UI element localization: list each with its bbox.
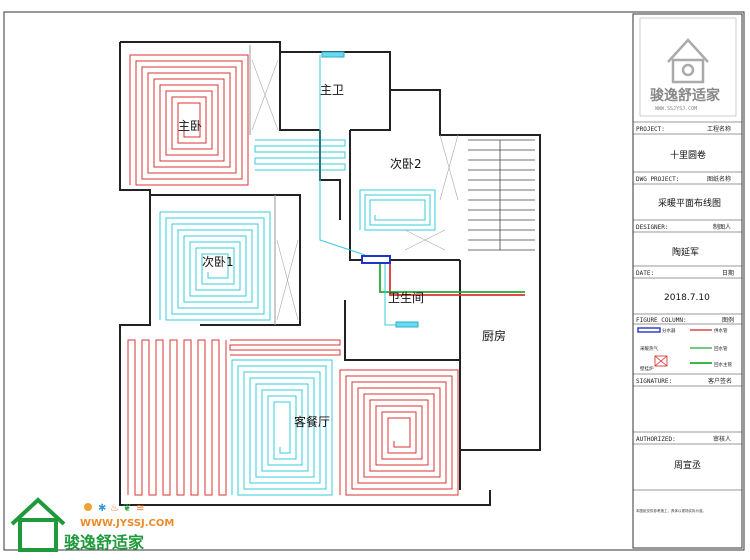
authorized-label-cn: 审核人 xyxy=(713,435,731,443)
room-label-bathroom: 卫生间 xyxy=(388,291,424,305)
svg-text:❦: ❦ xyxy=(123,503,131,514)
feed-bath2 xyxy=(384,262,400,326)
signature-label-cn: 客户签名 xyxy=(708,377,732,385)
logo-text: 骏逸舒适家 xyxy=(650,87,721,104)
feed-master-bath xyxy=(319,55,366,256)
designer-value: 陶延军 xyxy=(672,246,699,258)
dwg-label-cn: 图纸名称 xyxy=(707,175,731,183)
room-label-second-bedroom-2: 次卧2 xyxy=(390,157,422,171)
coil-living-center xyxy=(231,359,333,496)
authorized-value: 周宣丞 xyxy=(674,459,701,471)
stairs xyxy=(468,139,535,251)
wall-bath-master xyxy=(319,130,341,220)
pipe-coils xyxy=(127,54,459,496)
svg-text:≋: ≋ xyxy=(136,503,144,514)
dwg-value: 采暖平面布线图 xyxy=(658,197,721,209)
room-label-master-bedroom: 主卧 xyxy=(178,119,202,133)
supply-main xyxy=(389,262,525,296)
wall-north-a xyxy=(120,41,320,131)
authorized-label: AUTHORIZED: xyxy=(636,436,676,443)
date-value: 2018.7.10 xyxy=(664,293,710,303)
legend-label-0: 分水器 xyxy=(662,327,676,334)
room-label-living-dining: 客餐厅 xyxy=(294,414,330,429)
wall-bath2 xyxy=(344,300,461,361)
coil-dining xyxy=(339,369,459,496)
walls xyxy=(119,41,541,506)
legend-manifold-icon xyxy=(637,327,661,333)
logo-house-icon xyxy=(667,38,709,84)
project-label-cn: 工程名称 xyxy=(707,125,731,133)
coil-second-bedroom-1 xyxy=(159,211,271,321)
coil-living-top xyxy=(229,339,341,356)
wall-second1 xyxy=(150,194,301,326)
dwg-label: DWG PROJECT: xyxy=(636,176,679,183)
figure-label: FIGURE COLUMN: xyxy=(636,317,687,324)
svg-text:♨: ♨ xyxy=(110,503,119,514)
closet-hatching xyxy=(251,59,459,321)
signature-label: SIGNATURE: xyxy=(636,378,672,385)
room-label-master-bath: 主卫 xyxy=(320,83,344,97)
legend-label-4: 壁挂炉 xyxy=(640,365,654,372)
title-block-frame xyxy=(632,13,743,549)
date-label: DATE: xyxy=(636,270,654,277)
manifold xyxy=(361,255,391,264)
legend-label-2: 采暖热气 xyxy=(640,345,658,352)
radiator-bath2 xyxy=(395,321,419,328)
watermark: ✱ ♨ ❦ ≋ WWW.JYSSJ.COM 骏逸舒适家 xyxy=(10,497,174,552)
wall-second2 xyxy=(349,130,460,261)
designer-label: DESIGNER: xyxy=(636,224,669,231)
logo-frame xyxy=(639,17,737,117)
date-label-cn: 日期 xyxy=(722,269,734,277)
watermark-weather-icons: ✱ ♨ ❦ ≋ xyxy=(84,503,144,514)
svg-text:✱: ✱ xyxy=(98,503,106,514)
return-main xyxy=(379,262,525,293)
logo-url: WWW.SSJYSJ.COM xyxy=(655,106,697,112)
project-label: PROJECT: xyxy=(636,126,665,133)
project-value: 十里圆卷 xyxy=(670,149,706,161)
radiator-master-bath xyxy=(321,51,345,58)
watermark-house-icon xyxy=(10,497,66,552)
watermark-name: 骏逸舒适家 xyxy=(64,533,145,552)
page-border xyxy=(3,11,745,551)
figure-label-cn: 图例 xyxy=(722,316,734,324)
legend-label-1: 供水管 xyxy=(714,327,728,334)
wall-west xyxy=(119,42,491,506)
designer-label-cn: 制图人 xyxy=(713,223,731,231)
legend-label-3: 回水管 xyxy=(714,345,728,352)
coil-master-bedroom xyxy=(129,54,249,186)
title-block: 骏逸舒适家 WWW.SSJYSJ.COM PROJECT: 工程名称 十里圆卷 … xyxy=(632,13,743,549)
legend: 分水器 供水管 采暖热气 回水管 壁挂炉 回水主管 xyxy=(637,327,732,372)
coil-second-bedroom-2 xyxy=(359,189,436,231)
legend-boiler-icon xyxy=(654,355,668,367)
note-text: 本图纸仅供参考施工，具体以现场实际为准。 xyxy=(636,508,706,513)
watermark-url: WWW.JYSSJ.COM xyxy=(80,518,174,529)
legend-label-5: 回水主管 xyxy=(714,361,732,368)
room-label-second-bedroom-1: 次卧1 xyxy=(202,255,234,269)
coil-living-west xyxy=(127,339,227,496)
room-label-kitchen: 厨房 xyxy=(482,328,506,343)
coil-corridor xyxy=(254,139,346,171)
main-pipes xyxy=(319,55,525,326)
